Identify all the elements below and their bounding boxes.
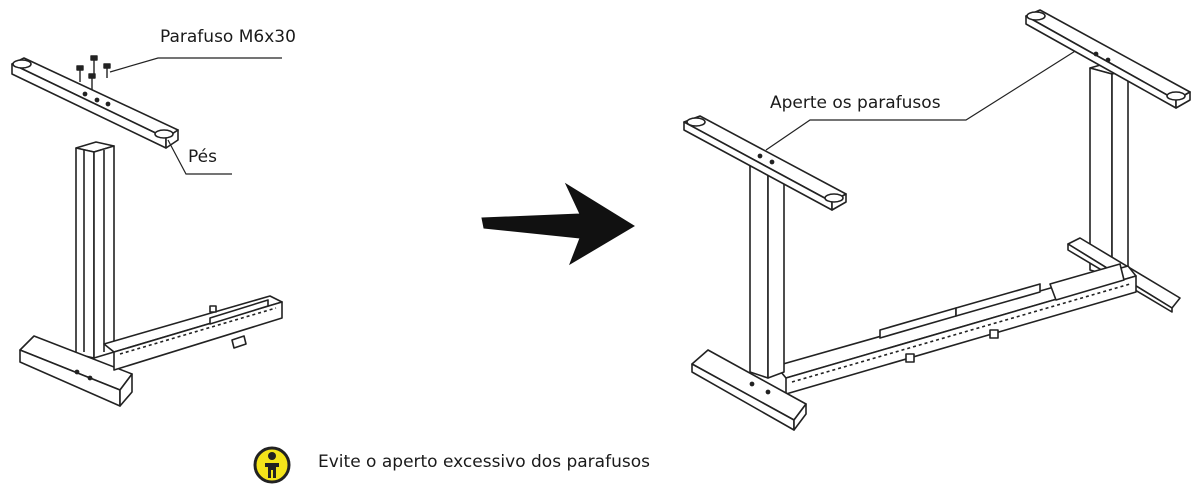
screws	[76, 55, 111, 90]
caution-person-icon	[253, 446, 291, 484]
back-column	[1089, 63, 1129, 277]
cross-beam-assembled	[775, 263, 1137, 395]
right-arrow-icon	[481, 182, 635, 266]
front-top-foot	[683, 115, 847, 211]
column	[75, 141, 115, 359]
screw-leader	[109, 57, 282, 73]
cross-beam	[103, 295, 283, 371]
feet-leader	[167, 139, 232, 175]
feet-label: Pés	[188, 147, 217, 167]
base-foot	[19, 335, 133, 407]
front-column	[749, 159, 785, 379]
leader-lines	[109, 47, 1081, 175]
tighten-leader	[765, 47, 1081, 151]
back-top-foot	[1025, 9, 1191, 109]
screw-label: Parafuso M6x30	[160, 27, 296, 47]
tighten-label: Aperte os parafusos	[770, 93, 941, 113]
foot-bar	[11, 57, 179, 149]
assembled-frame	[683, 9, 1191, 431]
front-base-foot	[691, 349, 807, 431]
left-leg-assembly	[11, 55, 283, 407]
warning-note: Evite o aperto excessivo dos parafusos	[318, 452, 650, 472]
